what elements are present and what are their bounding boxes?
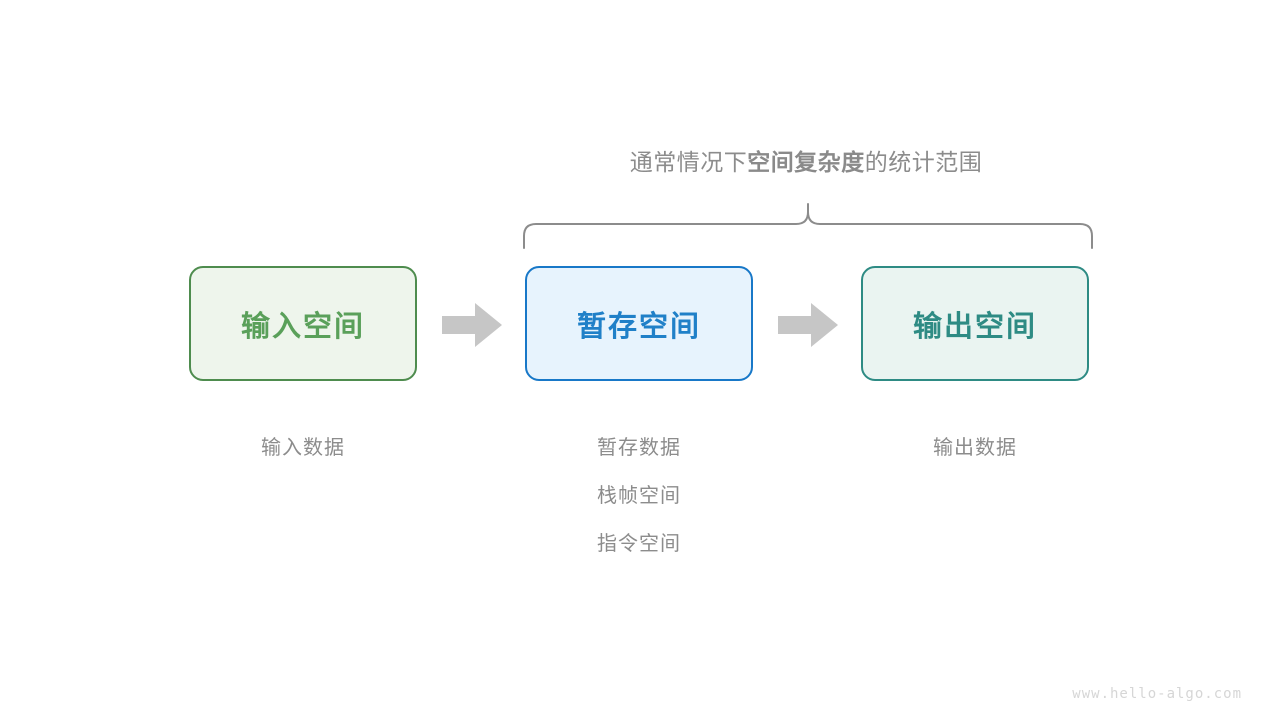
- box-temp-space-label: 暂存空间: [576, 310, 701, 343]
- scope-caption-emphasis: 空间复杂度: [747, 149, 865, 175]
- scope-caption-suffix: 的统计范围: [864, 149, 983, 175]
- box-output-space-label: 输出空间: [912, 310, 1037, 343]
- box-input-space[interactable]: 输入空间: [189, 266, 417, 381]
- scope-brace-icon: [523, 203, 1093, 249]
- caption-line: 栈帧空间: [597, 485, 681, 507]
- caption-column-temp: 暂存数据 栈帧空间 指令空间: [525, 424, 753, 568]
- watermark: www.hello-algo.com: [1072, 686, 1242, 702]
- caption-line: 指令空间: [597, 533, 681, 555]
- arrow-right-icon: [442, 303, 502, 347]
- caption-column-output: 输出数据: [861, 424, 1089, 472]
- arrow-right-icon: [778, 303, 838, 347]
- box-input-space-label: 输入空间: [240, 310, 365, 343]
- box-output-space[interactable]: 输出空间: [861, 266, 1089, 381]
- caption-line: 输入数据: [261, 437, 345, 459]
- box-temp-space[interactable]: 暂存空间: [525, 266, 753, 381]
- scope-caption-prefix: 通常情况下: [629, 149, 748, 175]
- scope-caption: 通常情况下空间复杂度的统计范围: [0, 145, 1280, 179]
- caption-column-input: 输入数据: [189, 424, 417, 472]
- caption-line: 输出数据: [933, 437, 1017, 459]
- caption-line: 暂存数据: [597, 437, 681, 459]
